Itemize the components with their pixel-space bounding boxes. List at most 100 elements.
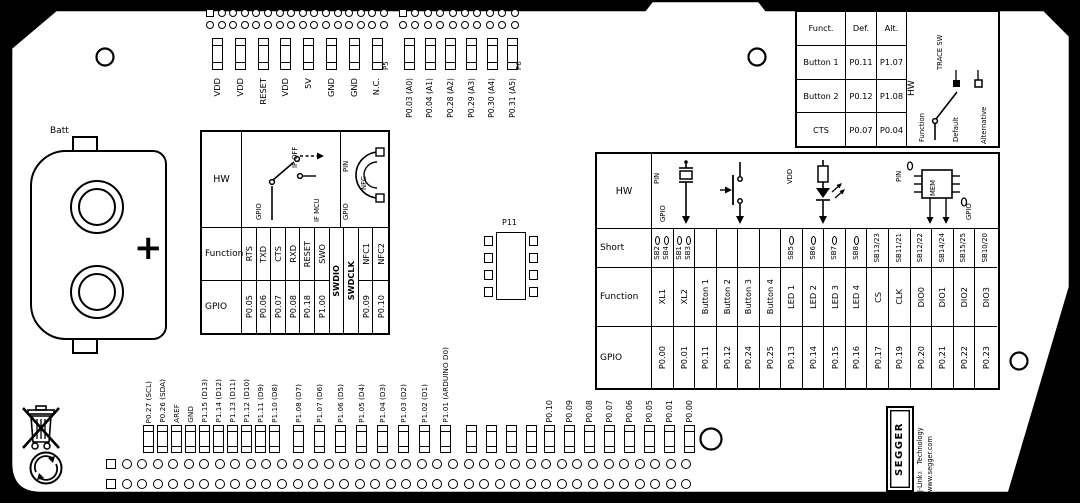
pad	[252, 20, 261, 29]
function-value: NFC1	[360, 243, 371, 265]
pad	[310, 20, 319, 29]
gpio-value: P0.06	[258, 295, 269, 319]
through-hole	[277, 479, 288, 489]
through-hole	[401, 479, 412, 489]
pin-label: VDD	[234, 78, 245, 97]
component-footprint	[419, 425, 430, 454]
component-footprint	[544, 425, 555, 454]
hole-row	[106, 479, 692, 489]
component-footprint	[314, 425, 325, 454]
nfc-pin-label: PIN	[342, 160, 350, 172]
alt-value: P1.07	[879, 57, 904, 68]
component-footprint	[564, 425, 575, 454]
through-hole	[541, 459, 552, 469]
gpio-value: P0.11	[700, 345, 711, 370]
pad	[345, 9, 354, 17]
through-hole	[323, 459, 334, 469]
short-value: SB7	[830, 246, 839, 260]
gpio-value: P0.21	[937, 345, 948, 370]
through-hole	[650, 479, 661, 489]
mem-label: MEM	[929, 179, 937, 196]
pin-label: P0.26 (SDA)	[158, 379, 168, 423]
through-hole	[494, 459, 505, 469]
bottom-footprints	[293, 425, 451, 454]
pin-label: P0.10	[545, 400, 554, 423]
function-label: Function	[918, 113, 926, 142]
pad	[217, 20, 226, 29]
hole-row	[106, 459, 692, 469]
debug-if-table: HW GPIO IF OFF IF MCU	[200, 130, 390, 335]
pin-label: P1.11 (D9)	[256, 384, 266, 423]
component-footprint	[584, 425, 595, 454]
through-hole	[230, 479, 241, 489]
default-label: Default	[952, 117, 960, 142]
alt-value: P0.04	[879, 124, 904, 135]
funct-value: Button 2	[803, 90, 839, 101]
component-footprint	[486, 38, 498, 71]
component-footprint	[624, 425, 635, 454]
through-hole	[230, 459, 241, 469]
def-header: Def.	[852, 23, 870, 34]
through-hole	[587, 459, 598, 469]
component-footprint	[303, 38, 315, 71]
function-value: RTS	[243, 246, 254, 262]
component-footprint	[664, 425, 675, 454]
short-value: SB1	[674, 246, 683, 260]
bottom-footprints	[544, 425, 695, 454]
through-hole	[354, 459, 365, 469]
trace-sw-label: TRACE SW	[936, 34, 944, 70]
pin-label: P1.01 (ARDUINO D0)	[440, 347, 450, 423]
through-hole	[494, 479, 505, 489]
through-hole	[370, 459, 381, 469]
pin-label: VDD	[280, 78, 291, 97]
pad	[333, 20, 342, 29]
through-hole	[556, 479, 567, 489]
mounting-hole	[699, 427, 723, 451]
through-hole	[370, 479, 381, 489]
through-hole	[199, 459, 210, 469]
pin-label: P0.01	[665, 400, 674, 423]
through-hole	[339, 459, 350, 469]
hw-header: HW	[597, 154, 652, 228]
component-footprint	[241, 425, 252, 454]
gpio-value: P0.17	[872, 345, 883, 370]
def-value: P0.12	[849, 90, 873, 101]
through-hole	[292, 459, 303, 469]
short-value: SB6	[808, 246, 817, 260]
through-hole	[245, 459, 256, 469]
short-value: SB12/22	[916, 233, 925, 263]
alt-value: P1.08	[879, 90, 904, 101]
segger-logo: SEGGER	[886, 406, 914, 492]
through-hole	[572, 479, 583, 489]
gpio-value: P0.18	[302, 295, 313, 319]
component-footprint	[466, 38, 478, 71]
gpio-value: P0.12	[721, 345, 732, 370]
battery-contact-inner	[78, 273, 116, 311]
pad	[423, 9, 432, 17]
gpio-value: P0.22	[958, 345, 969, 370]
through-hole	[463, 479, 474, 489]
bottom-footprints	[466, 425, 537, 454]
pin-label: P0.30 (A4)	[487, 78, 497, 118]
pin-label: AREF	[172, 404, 182, 423]
through-hole	[323, 479, 334, 489]
component-footprint	[269, 425, 280, 454]
pad	[229, 9, 238, 17]
pad	[448, 20, 457, 29]
pad	[321, 9, 330, 17]
through-hole	[448, 479, 459, 489]
through-hole	[385, 479, 396, 489]
battery-contact	[70, 180, 124, 234]
through-hole	[152, 479, 163, 489]
short-value: SB14/24	[937, 233, 946, 263]
pad	[217, 9, 226, 17]
component-footprint	[644, 425, 655, 454]
pin-label: GND	[186, 406, 196, 423]
through-hole	[152, 459, 163, 469]
through-hole	[261, 479, 272, 489]
pad	[310, 9, 319, 17]
through-hole	[416, 479, 427, 489]
through-hole	[121, 479, 132, 489]
